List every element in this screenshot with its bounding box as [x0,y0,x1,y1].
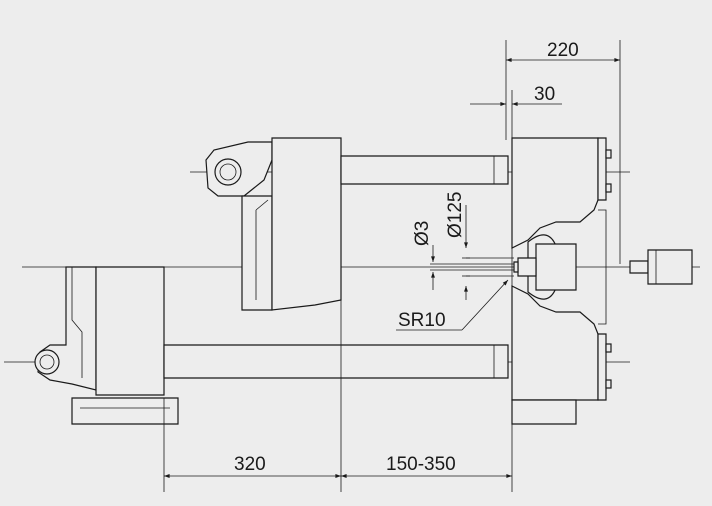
dimension-320-label: 320 [234,454,266,475]
dimension-320: 320 [164,454,342,478]
dimension-sr10: SR10 [396,279,509,331]
dimension-dia-125-label: Ø125 [445,192,466,238]
tie-bars [163,155,509,379]
fixed-platen [511,137,612,425]
dimension-220-label: 220 [547,40,579,61]
extension-lines [163,40,621,492]
dimension-220: 220 [505,40,620,62]
injection-block [271,137,342,311]
dimension-150-350: 150-350 [340,454,512,478]
lower-carriage [34,266,179,425]
dimension-dia-3-label: Ø3 [412,221,433,246]
dimension-sr10-label: SR10 [398,310,446,331]
dimension-30-label: 30 [534,84,555,105]
mould-part [629,249,693,285]
dimension-150-350-label: 150-350 [386,454,456,475]
dimension-dia-3: Ø3 [412,221,435,290]
dimension-30: 30 [470,84,562,106]
upper-yoke [205,141,273,311]
nozzle [430,257,514,277]
dimension-dia-125: Ø125 [445,192,470,300]
